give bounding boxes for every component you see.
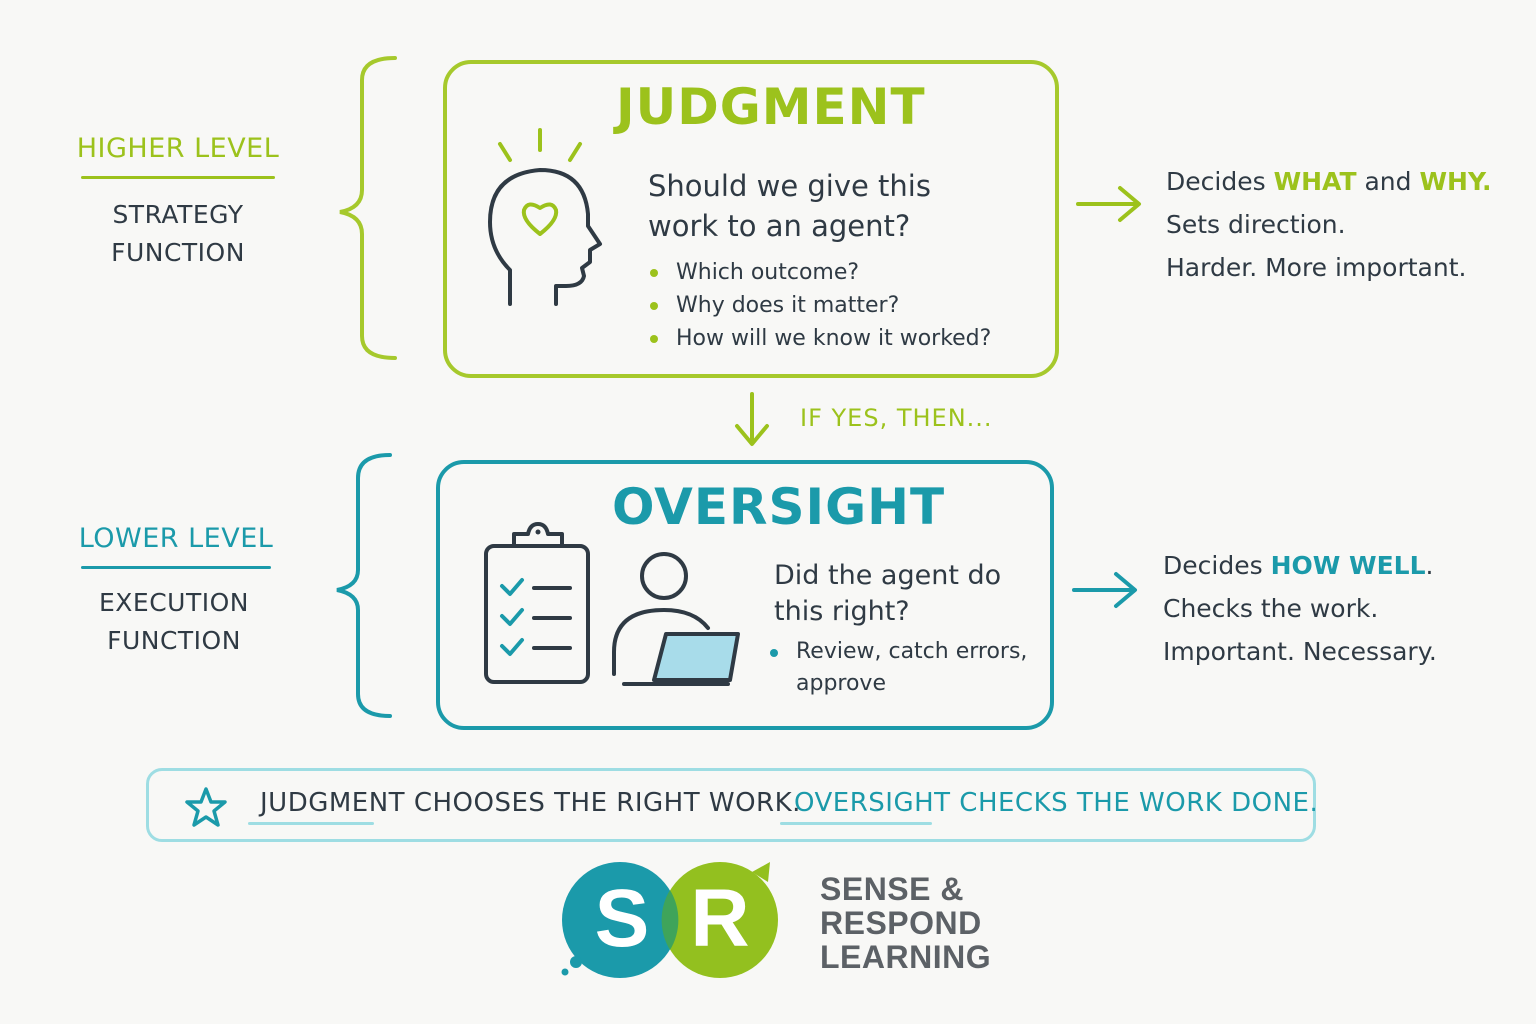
summary-judgment-underline [248, 822, 374, 825]
logo-letter-s: S [594, 873, 650, 964]
what-highlight: WHAT [1273, 167, 1357, 196]
judgment-box [443, 60, 1059, 378]
oversight-question-line2: this right? [774, 596, 910, 627]
logo-line2: RESPOND [820, 905, 982, 941]
higher-level-subtitle: STRATEGY FUNCTION [76, 196, 280, 272]
judgment-right-line2: Sets direction. [1166, 210, 1346, 239]
logo-line1: SENSE & [820, 871, 964, 907]
period: . [1425, 551, 1434, 580]
upper-bracket [339, 56, 397, 360]
lower-level-underline [81, 566, 271, 569]
higher-level-underline [81, 176, 275, 179]
oversight-right-line1: Decides HOW WELL. [1163, 544, 1437, 587]
oversight-bullet-line2: approve [796, 671, 886, 696]
person-laptop-icon [612, 552, 740, 686]
sr-logo-mark [561, 862, 778, 978]
lower-level-title: LOWER LEVEL [78, 523, 274, 554]
lower-level-sub2: FUNCTION [107, 626, 241, 655]
oversight-question: Did the agent do this right? [774, 558, 1001, 630]
list-item: Why does it matter? [646, 289, 991, 322]
decides-label: Decides [1163, 551, 1263, 580]
judgment-question-line2: work to an agent? [648, 209, 911, 243]
oversight-right-line2: Checks the work. [1163, 594, 1379, 623]
why-highlight: WHY. [1419, 167, 1492, 196]
judgment-question-line1: Should we give this [648, 169, 931, 203]
logo-letter-r: R [690, 873, 750, 964]
star-icon [185, 787, 227, 827]
head-heart-icon [488, 128, 602, 306]
summary-box [146, 768, 1316, 842]
judgment-right-line3: Harder. More important. [1166, 253, 1467, 282]
summary-part1: JUDGMENT CHOOSES THE RIGHT WORK. [260, 788, 801, 818]
clipboard-checklist-icon [484, 522, 590, 684]
oversight-right-arrow [1072, 572, 1137, 608]
logo-line3: LEARNING [820, 939, 992, 975]
logo-wordmark: SENSE & RESPOND LEARNING [820, 872, 991, 974]
judgment-question: Should we give this work to an agent? [648, 166, 931, 246]
lower-level-subtitle: EXECUTION FUNCTION [72, 584, 276, 660]
summary-oversight-underline [780, 822, 932, 825]
judgment-right-line1: Decides WHAT and WHY. [1166, 160, 1491, 203]
lower-level-sub1: EXECUTION [99, 588, 249, 617]
list-item: How will we know it worked? [646, 322, 991, 355]
list-item: Review, catch errors, approve [766, 636, 1027, 700]
summary-part2: OVERSIGHT CHECKS THE WORK DONE. [794, 788, 1319, 818]
higher-level-sub1: STRATEGY [112, 200, 244, 229]
how-well-highlight: HOW WELL [1270, 551, 1426, 580]
list-item: Which outcome? [646, 256, 991, 289]
decides-label: Decides [1166, 167, 1266, 196]
judgment-right-text: Decides WHAT and WHY. Sets direction. Ha… [1166, 160, 1491, 289]
higher-level-sub2: FUNCTION [111, 238, 245, 267]
judgment-right-arrow [1076, 186, 1141, 222]
higher-level-title: HIGHER LEVEL [76, 133, 280, 164]
down-arrow [735, 392, 769, 446]
summary-part1-rest: CHOOSES THE RIGHT WORK. [413, 788, 801, 818]
oversight-bullet-line1: Review, catch errors, [796, 639, 1028, 664]
oversight-box [436, 460, 1054, 730]
oversight-title: OVERSIGHT [612, 478, 946, 536]
lower-bracket [336, 453, 392, 718]
oversight-bullets: Review, catch errors, approve [766, 636, 1027, 700]
oversight-question-line1: Did the agent do [774, 560, 1002, 591]
summary-judgment-word: JUDGMENT [260, 788, 406, 818]
judgment-bullets: Which outcome? Why does it matter? How w… [646, 256, 991, 355]
judgment-title: JUDGMENT [616, 78, 926, 136]
oversight-right-line3: Important. Necessary. [1163, 637, 1437, 666]
and-label: and [1364, 167, 1412, 196]
if-yes-label: IF YES, THEN... [800, 404, 993, 432]
oversight-right-text: Decides HOW WELL. Checks the work. Impor… [1163, 544, 1437, 673]
